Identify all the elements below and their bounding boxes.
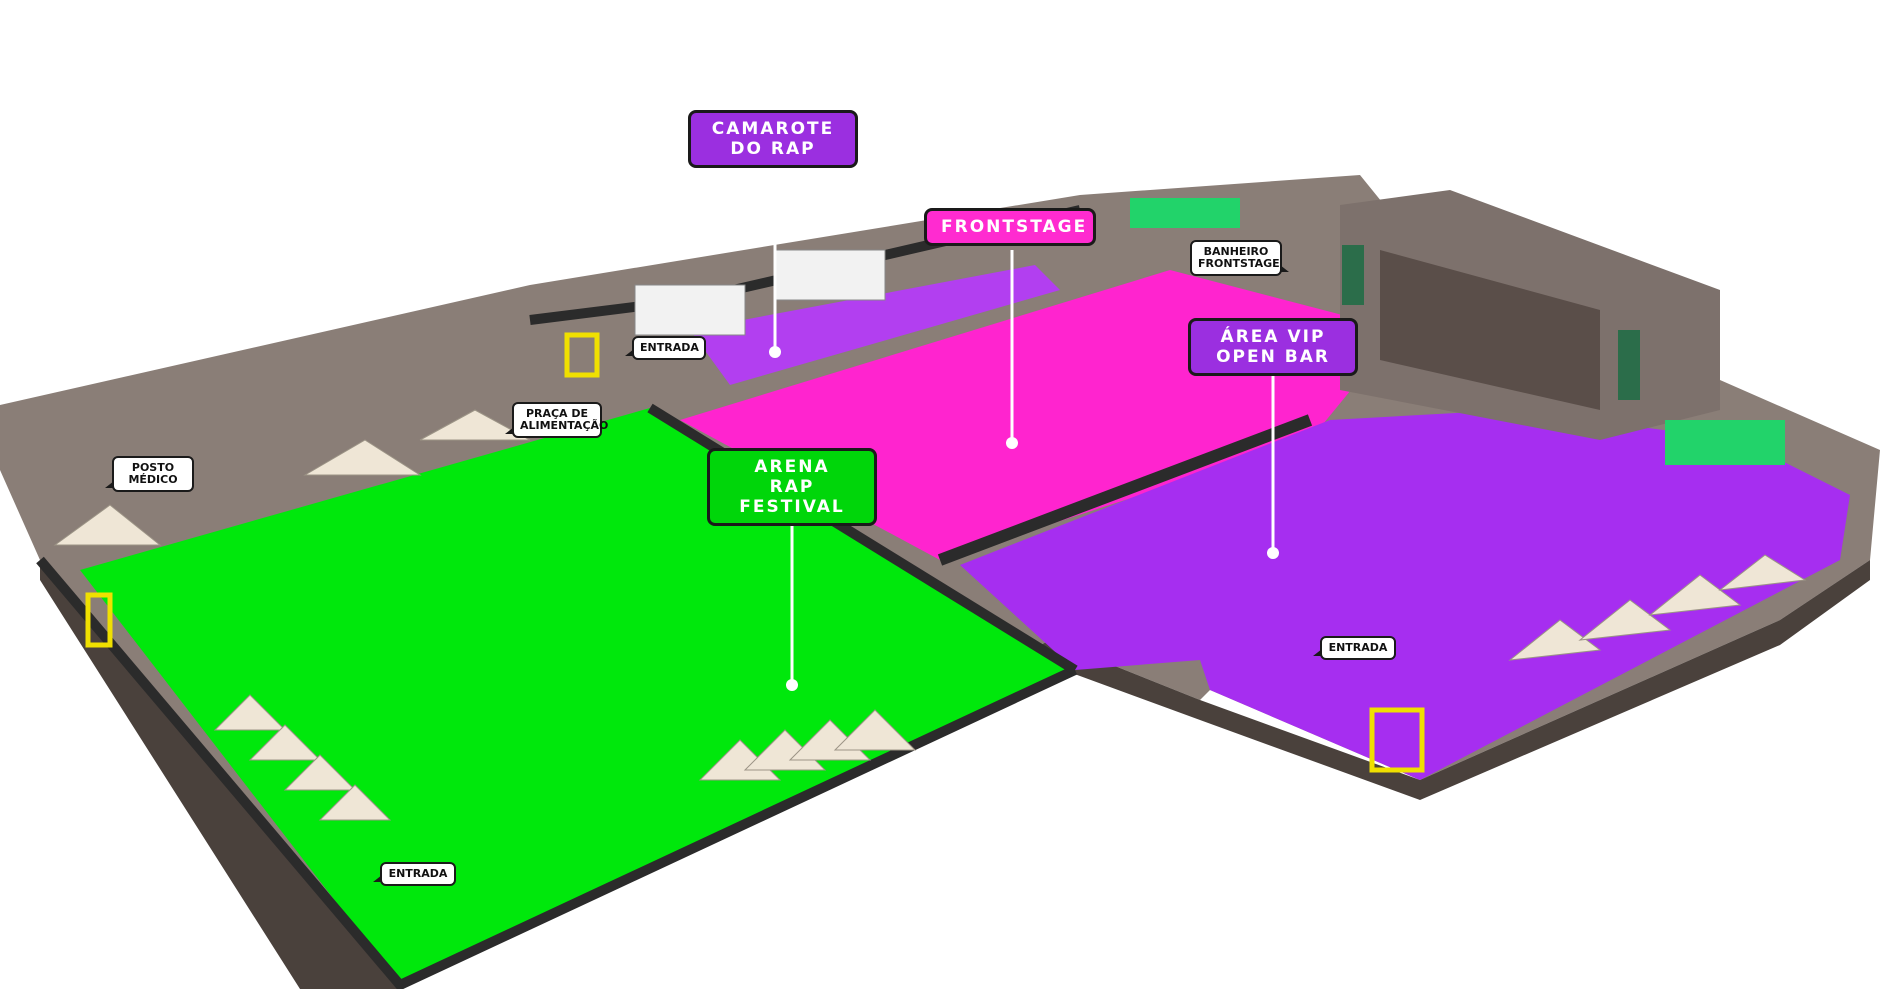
camarote-deck (690, 265, 1060, 385)
praca-line2: ALIMENTAÇÃO (520, 419, 609, 432)
wall-arena-front (36, 556, 1078, 989)
arena-floor (80, 408, 1075, 985)
callout-entrada-vip[interactable]: ENTRADA (1313, 636, 1396, 660)
gate-vip (1369, 707, 1425, 773)
zone-label-camarote[interactable]: CAMAROTE DO RAP (688, 110, 858, 168)
callout-entrada-bottom[interactable]: ENTRADA (373, 862, 456, 886)
tent-vip-row (1508, 554, 1807, 661)
marker-dot-arena (786, 679, 798, 691)
bathroom-units-right (1665, 420, 1785, 465)
vip-floor (960, 410, 1850, 780)
container-1 (634, 284, 746, 336)
tent-row-left (213, 694, 392, 821)
camarote-line2: DO RAP (730, 139, 816, 159)
entrada-vip-label: ENTRADA (1328, 641, 1388, 654)
bathroom-units (1130, 198, 1240, 228)
marker-dot-vip (1267, 547, 1279, 559)
area-vip-line1: ÁREA VIP (1220, 327, 1326, 347)
posto-line1: POSTO (131, 461, 175, 474)
zone-label-area-vip[interactable]: ÁREA VIP OPEN BAR (1188, 318, 1358, 376)
praca-line1: PRAÇA DE (525, 407, 589, 420)
tent-row-bottom (698, 709, 917, 781)
posto-line2: MÉDICO (128, 473, 178, 486)
stage-screen-right (1618, 330, 1640, 400)
camarote-line1: CAMAROTE (711, 119, 835, 139)
stage-screen-left (1342, 245, 1364, 305)
callout-banheiro-frontstage[interactable]: BANHEIRO FRONTSTAGE (1190, 240, 1289, 276)
tent-medical (53, 504, 162, 546)
wall-vip-divider (937, 414, 1313, 566)
zone-label-frontstage[interactable]: FRONTSTAGE (924, 208, 1096, 246)
tent-food-court (303, 409, 531, 476)
gate-top (564, 332, 600, 378)
container-2 (774, 249, 886, 301)
marker-dot-frontstage (1006, 437, 1018, 449)
entrada-bottom-label: ENTRADA (388, 867, 448, 880)
entrada-top-label: ENTRADA (640, 341, 699, 354)
stage-front (1380, 250, 1600, 410)
arena-line2: RAP FESTIVAL (739, 477, 845, 517)
area-vip-line2: OPEN BAR (1216, 347, 1330, 367)
arena-line1: ARENA (754, 457, 830, 477)
zone-label-arena[interactable]: ARENA RAP FESTIVAL (707, 448, 877, 526)
callout-posto-medico[interactable]: POSTO MÉDICO (105, 456, 194, 492)
gate-left (85, 592, 113, 648)
callout-entrada-top[interactable]: ENTRADA (625, 336, 706, 360)
frontstage-label: FRONTSTAGE (941, 217, 1088, 237)
callout-praca-alimentacao[interactable]: PRAÇA DE ALIMENTAÇÃO (505, 402, 609, 438)
marker-dot-camarote (769, 346, 781, 358)
banheiro-line2: FRONTSTAGE (1198, 257, 1280, 270)
banheiro-line1: BANHEIRO (1203, 245, 1269, 258)
